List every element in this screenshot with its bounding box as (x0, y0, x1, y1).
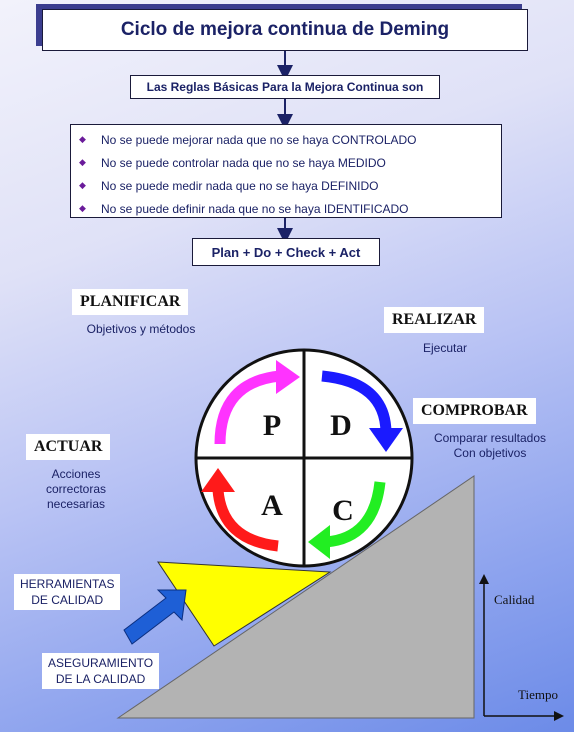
push-arrow (123, 589, 187, 645)
check-arrow (325, 481, 386, 548)
tools-label-line1: HERRAMIENTAS (20, 577, 115, 591)
quality-wedge (157, 561, 332, 647)
letter-p: P (263, 409, 281, 442)
stage-act-label: ACTUAR (26, 434, 111, 460)
assurance-label: ASEGURAMIENTO DE LA CALIDAD (42, 653, 160, 689)
stage-act-desc-line2: correctoras (45, 482, 107, 496)
ramp-triangle (116, 475, 475, 719)
do-arrowhead (369, 428, 403, 452)
stage-check-desc: Comparar resultados Con objetivos (424, 431, 556, 461)
letter-c: C (332, 494, 354, 527)
letter-a: A (261, 489, 283, 522)
tools-label: HERRAMIENTAS DE CALIDAD (14, 574, 121, 610)
letter-d: D (330, 409, 352, 442)
assurance-label-line1: ASEGURAMIENTO (48, 656, 154, 670)
diamond-bullet-icon: ◆ (79, 157, 86, 167)
stage-act-desc: Acciones correctoras necesarias (26, 467, 126, 512)
rule-item: ◆ No se puede controlar nada que no se h… (79, 151, 501, 174)
rule-item: ◆ No se puede mejorar nada que no se hay… (79, 128, 501, 151)
rules-list: ◆ No se puede mejorar nada que no se hay… (70, 124, 502, 218)
assurance-label-line2: DE LA CALIDAD (55, 672, 146, 686)
stage-plan-desc: Objetivos y métodos (86, 322, 196, 336)
x-axis-arrowhead (554, 711, 564, 721)
x-axis-label: Tiempo (518, 687, 558, 702)
rule-text: No se puede medir nada que no se haya DE… (101, 178, 379, 193)
rule-item: ◆ No se puede definir nada que no se hay… (79, 197, 501, 220)
tools-label-line2: DE CALIDAD (31, 593, 104, 607)
y-axis-arrowhead (479, 574, 489, 584)
stage-check-desc-line1: Comparar resultados (433, 431, 547, 445)
stage-do-desc: Ejecutar (422, 341, 468, 355)
diamond-bullet-icon: ◆ (79, 134, 86, 144)
rule-text: No se puede controlar nada que no se hay… (101, 155, 386, 170)
stage-check-desc-line2: Con objetivos (453, 446, 527, 460)
diagram-title: Ciclo de mejora continua de Deming (42, 9, 528, 51)
rule-item: ◆ No se puede medir nada que no se haya … (79, 174, 501, 197)
act-arrowhead (201, 468, 235, 492)
do-arrow (321, 370, 392, 433)
plan-arrow (214, 370, 281, 445)
act-arrow (212, 489, 279, 552)
check-arrowhead (308, 525, 330, 559)
diamond-bullet-icon: ◆ (79, 180, 86, 190)
y-axis-label: Calidad (494, 592, 535, 607)
diamond-bullet-icon: ◆ (79, 203, 86, 213)
stage-plan-label: PLANIFICAR (72, 289, 189, 315)
rule-text: No se puede mejorar nada que no se haya … (101, 132, 417, 147)
stage-do-label: REALIZAR (384, 307, 485, 333)
stage-act-desc-line3: necesarias (46, 497, 106, 511)
stage-check-label: COMPROBAR (413, 398, 536, 424)
stage-act-desc-line1: Acciones (51, 467, 101, 481)
rules-subtitle: Las Reglas Básicas Para la Mejora Contin… (130, 75, 440, 99)
pdca-formula: Plan + Do + Check + Act (192, 238, 380, 266)
rule-text: No se puede definir nada que no se haya … (101, 201, 409, 216)
plan-arrowhead (276, 360, 300, 394)
